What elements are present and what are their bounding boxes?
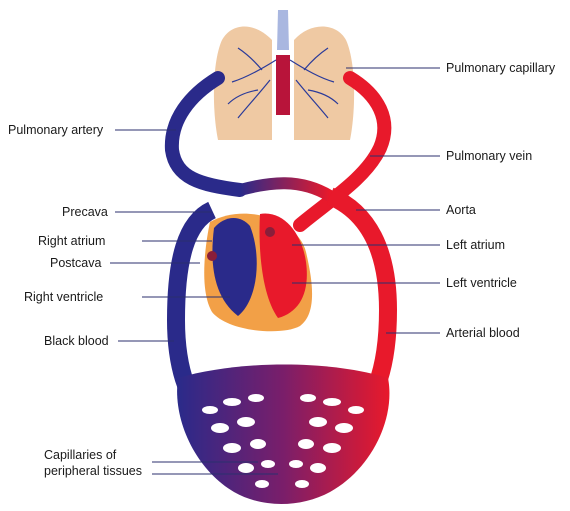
label-precava: Precava [62,205,108,219]
right-lung [294,26,355,140]
label-capillaries-line1: Capillaries of [44,448,117,462]
leader-lines [110,67,440,475]
valve-right [207,251,217,261]
label-capillaries-line2: peripheral tissues [44,464,142,478]
label-pulmonary-vein: Pulmonary vein [446,149,533,163]
pulmonary-artery-vessel [164,71,247,197]
right-heart-chambers [212,217,257,316]
label-pulmonary-artery: Pulmonary artery [8,123,104,137]
label-left-atrium: Left atrium [446,238,506,252]
capillary-bed [177,364,390,504]
label-postcava: Postcava [50,256,102,270]
aortic-arch-vessel [238,177,334,202]
left-heart-chambers [259,213,307,318]
valve-left [265,227,275,237]
label-right-atrium: Right atrium [38,234,106,248]
label-black-blood: Black blood [44,334,109,348]
lung-center-vessel [276,55,290,115]
capillary-spaces [202,394,364,488]
bronchial-tree [227,47,339,119]
label-arterial-blood: Arterial blood [446,326,520,340]
label-pulmonary-capillary: Pulmonary capillary [446,61,556,75]
heart [204,213,313,332]
trachea [277,10,289,50]
label-right-ventricle: Right ventricle [24,290,104,304]
label-left-ventricle: Left ventricle [446,276,517,290]
label-aorta: Aorta [446,203,476,217]
left-lung [213,26,272,140]
lungs [213,10,355,140]
